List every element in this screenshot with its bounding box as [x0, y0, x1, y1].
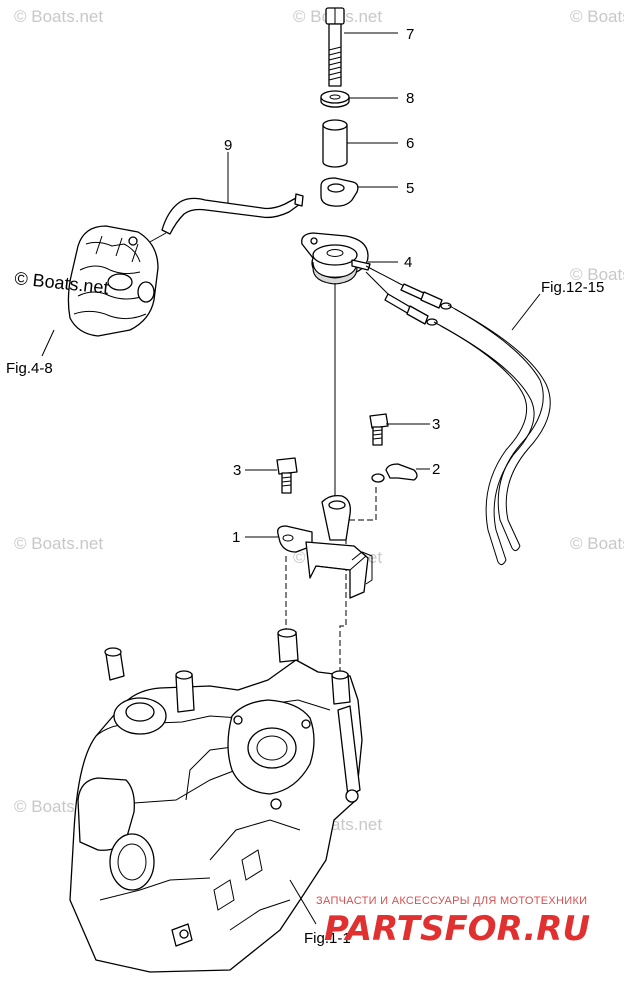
callout-1: 1 — [232, 529, 240, 546]
watermark: © Boats.net — [570, 534, 624, 553]
callout-7: 7 — [406, 26, 414, 43]
callout-8: 8 — [406, 90, 414, 107]
fig-ref-1-1: Fig.1-1 — [304, 930, 351, 947]
callout-4: 4 — [404, 254, 412, 271]
watermark: © Boats.net — [14, 7, 103, 26]
watermark: © Boats.net — [570, 265, 624, 284]
part-7-bolt — [325, 7, 398, 87]
callout-labels: 7 8 6 5 4 9 3 2 3 1 — [224, 26, 440, 546]
part-9-hose — [147, 152, 304, 244]
fig-ref-12-15: Fig.12-15 — [541, 279, 604, 296]
throttle-cables — [365, 265, 551, 566]
part-5-cam — [320, 177, 398, 207]
callout-3-upper: 3 — [432, 416, 440, 433]
part-6-collar — [322, 119, 398, 168]
part-8-washer — [320, 90, 398, 108]
figure-references: Fig.4-8 Fig.12-15 Fig.1-1 — [6, 279, 604, 947]
part-1-bracket — [245, 494, 373, 599]
brand-subtitle: ЗАПЧАСТИ И АКСЕССУАРЫ ДЛЯ МОТОТЕХНИКИ — [316, 895, 587, 907]
callout-6: 6 — [406, 135, 414, 152]
carburetor-sketch — [41, 225, 159, 357]
callout-3-lower: 3 — [233, 462, 241, 479]
brand-name: PARTSFOR.RU — [324, 909, 590, 949]
part-4-pulley — [301, 232, 398, 285]
watermark: © Boats.net — [570, 7, 624, 26]
callout-9: 9 — [224, 137, 232, 154]
part-3-bolt-upper — [369, 413, 430, 446]
fig-ref-4-8: Fig.4-8 — [6, 360, 53, 377]
callout-2: 2 — [432, 461, 440, 478]
part-3-bolt-lower — [245, 457, 298, 494]
watermark: © Boats.net — [14, 534, 103, 553]
part-2-clip — [371, 463, 430, 483]
alignment-lines — [285, 283, 377, 680]
branding: ЗАПЧАСТИ И АКСЕССУАРЫ ДЛЯ МОТОТЕХНИКИ PA… — [316, 895, 590, 949]
engine-block — [69, 628, 363, 973]
callout-5: 5 — [406, 180, 414, 197]
